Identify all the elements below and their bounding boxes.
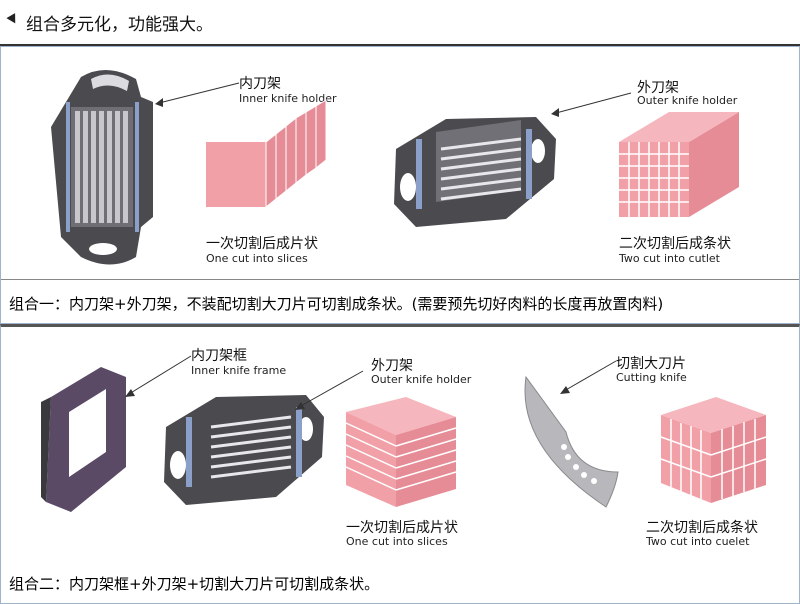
combination-two-caption: 组合二：内刀架框+外刀架+切割大刀片可切割成条状。 xyxy=(9,575,380,593)
slices-label-cn: 一次切割后成片状 xyxy=(206,236,318,252)
panel-combination-one: 内刀架 Inner knife holder 一次切割后成片状 One cut … xyxy=(0,46,800,324)
arrow-inner-holder xyxy=(155,82,240,107)
meat-cuelet-image xyxy=(660,397,767,503)
cutlet-label-en: Two cut into cutlet xyxy=(619,252,720,265)
cuelet-label-en: Two cut into cuelet xyxy=(646,535,750,548)
bullet-triangle-icon xyxy=(6,13,20,26)
inner-holder-label-en: Inner knife holder xyxy=(239,92,337,105)
outer-holder-2-label-cn: 外刀架 xyxy=(371,358,413,374)
arrow-inner-frame xyxy=(125,355,192,397)
caption-divider xyxy=(1,279,799,280)
cutting-knife-label-en: Cutting knife xyxy=(616,371,687,384)
page-title: 组合多元化，功能强大。 xyxy=(26,15,213,35)
outer-knife-holder-image xyxy=(394,117,556,227)
meat-cutlet-image xyxy=(619,112,739,217)
outer-holder-2-label-en: Outer knife holder xyxy=(371,373,472,386)
cutlet-label-cn: 二次切割后成条状 xyxy=(619,236,731,252)
panel-combination-two: 内刀架框 Inner knife frame 外刀架 Outer knife h… xyxy=(0,324,800,604)
outer-holder-label-en: Outer knife holder xyxy=(637,94,738,107)
combination-one-caption: 组合一：内刀架+外刀架，不装配切割大刀片可切割成条状。(需要预先切好肉料的长度再… xyxy=(9,295,664,313)
arrow-outer-holder-2 xyxy=(295,370,364,410)
inner-holder-label-cn: 内刀架 xyxy=(239,76,281,92)
arrow-outer-holder xyxy=(551,92,632,117)
inner-frame-label-en: Inner knife frame xyxy=(191,364,287,377)
inner-knife-holder-image xyxy=(51,69,153,265)
cuelet-label-cn: 二次切割后成条状 xyxy=(646,520,758,536)
cutting-knife-image xyxy=(524,375,619,508)
outer-knife-holder-image-2 xyxy=(164,395,324,505)
cutting-knife-label-cn: 切割大刀片 xyxy=(616,356,686,372)
slices-2-label-en: One cut into slices xyxy=(346,535,448,548)
slices-2-label-cn: 一次切割后成片状 xyxy=(346,520,458,536)
inner-knife-frame-image xyxy=(41,367,126,512)
outer-holder-label-cn: 外刀架 xyxy=(637,80,679,96)
inner-frame-label-cn: 内刀架框 xyxy=(191,348,247,364)
meat-slices-image xyxy=(206,99,327,209)
meat-slices-image-2 xyxy=(345,397,457,507)
slices-label-en: One cut into slices xyxy=(206,252,308,265)
header-bar: 组合多元化，功能强大。 xyxy=(0,0,800,46)
arrow-cutting-knife xyxy=(560,360,617,394)
